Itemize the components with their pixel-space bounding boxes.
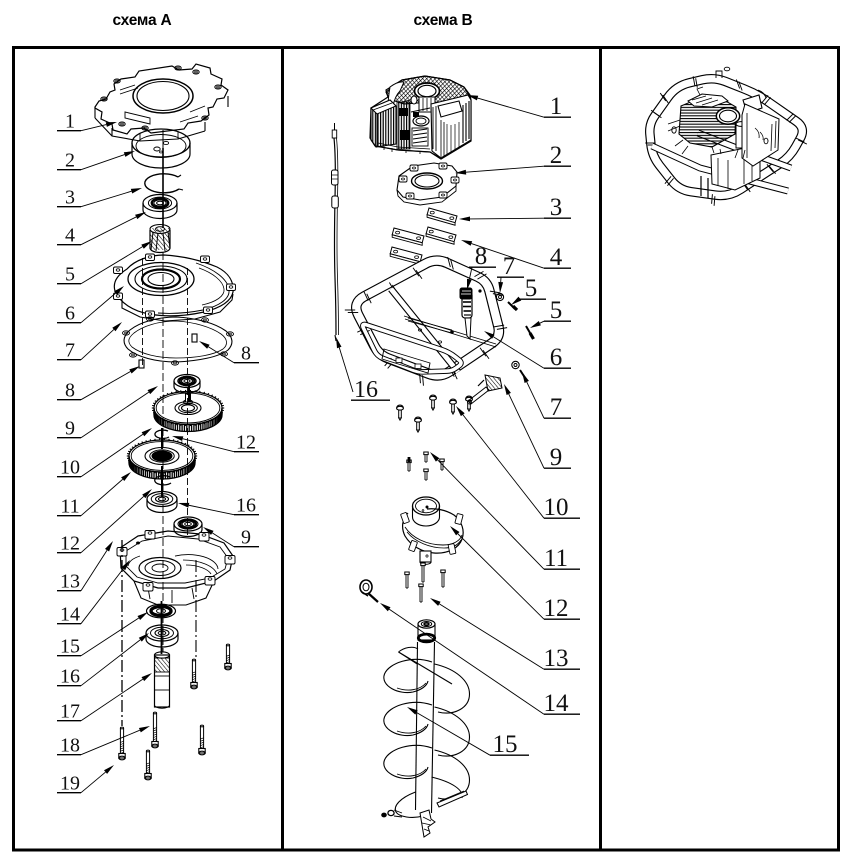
svg-text:10: 10 (544, 494, 569, 521)
svg-text:9: 9 (241, 527, 251, 549)
svg-text:16: 16 (60, 666, 80, 688)
svg-text:7: 7 (550, 394, 563, 421)
svg-text:8: 8 (475, 243, 488, 270)
svg-text:11: 11 (544, 545, 568, 572)
svg-text:6: 6 (550, 344, 563, 371)
svg-text:5: 5 (550, 297, 563, 324)
svg-text:5: 5 (65, 264, 75, 286)
svg-text:14: 14 (60, 604, 80, 626)
svg-text:10: 10 (60, 457, 80, 479)
svg-text:12: 12 (544, 595, 569, 622)
svg-text:4: 4 (65, 225, 75, 247)
svg-text:18: 18 (60, 735, 80, 757)
svg-text:1: 1 (65, 111, 75, 133)
svg-text:19: 19 (60, 773, 80, 795)
svg-text:7: 7 (65, 340, 75, 362)
svg-text:9: 9 (65, 418, 75, 440)
svg-text:8: 8 (241, 343, 251, 365)
svg-text:16: 16 (236, 495, 256, 517)
svg-text:15: 15 (493, 731, 518, 758)
svg-text:8: 8 (65, 380, 75, 402)
svg-text:14: 14 (544, 690, 570, 717)
svg-text:13: 13 (60, 571, 80, 593)
svg-text:1: 1 (550, 93, 563, 120)
svg-text:12: 12 (60, 533, 80, 555)
svg-text:17: 17 (60, 701, 80, 723)
svg-text:15: 15 (60, 636, 80, 658)
svg-text:11: 11 (60, 496, 79, 518)
svg-text:9: 9 (550, 444, 563, 471)
svg-text:схема В: схема В (413, 12, 472, 29)
svg-text:2: 2 (65, 150, 75, 172)
svg-text:3: 3 (65, 187, 75, 209)
svg-text:12: 12 (236, 432, 256, 454)
svg-text:7: 7 (503, 253, 516, 280)
svg-text:16: 16 (354, 377, 378, 403)
svg-text:схема А: схема А (112, 12, 171, 29)
svg-text:13: 13 (544, 645, 569, 672)
svg-text:5: 5 (525, 275, 538, 302)
svg-text:3: 3 (550, 194, 563, 221)
svg-text:2: 2 (550, 142, 563, 169)
svg-text:4: 4 (550, 244, 563, 271)
svg-text:6: 6 (65, 303, 75, 325)
